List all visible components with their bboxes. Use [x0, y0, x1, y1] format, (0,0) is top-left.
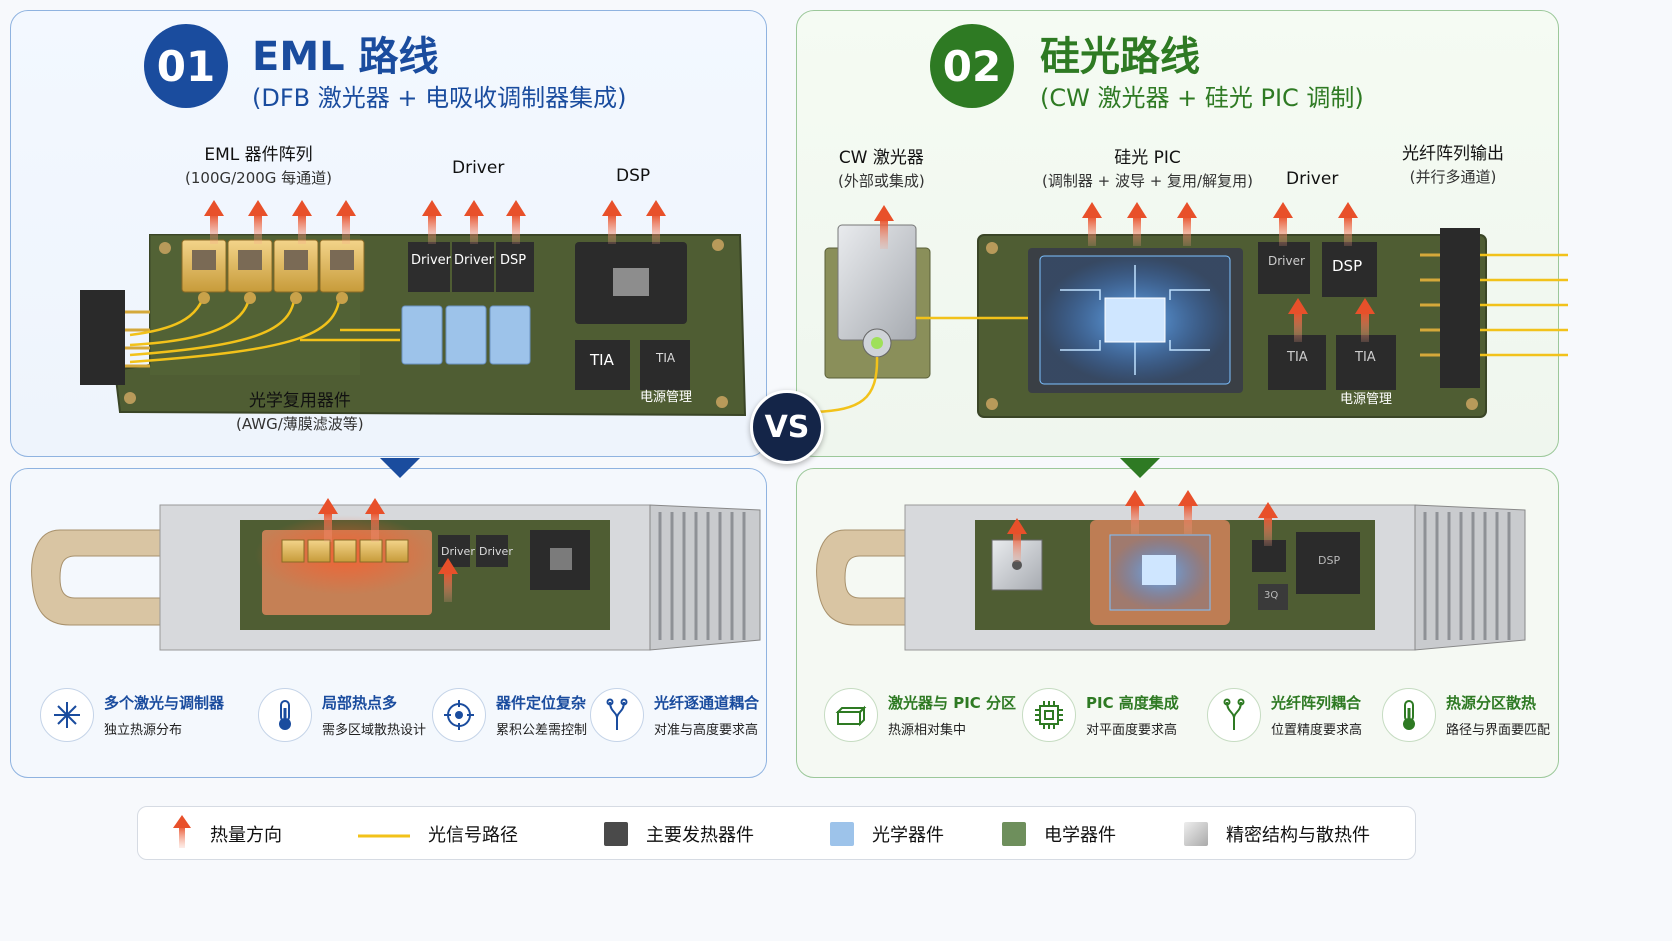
gray-swatch-icon: [1184, 822, 1208, 846]
driver-chips-eml: [408, 242, 534, 292]
dsp-chip-label-sipho: DSP: [1332, 257, 1363, 275]
fiber-array-output: [1420, 228, 1568, 388]
vs-badge: VS: [750, 390, 824, 464]
silicon-pic-chip: [1028, 248, 1243, 393]
legend-optical: 光学器件: [830, 807, 944, 861]
legend-signal: 光信号路径: [358, 807, 518, 861]
eml-array-label: EML 器件阵列 (100G/200G 每通道): [185, 145, 333, 187]
dsp-chip-label-small: DSP: [500, 253, 527, 268]
starburst-icon: [40, 688, 94, 742]
feature-sipho-1: 激光器与 PIC 分区热源相对集中: [824, 688, 1016, 742]
edge-connector: [80, 290, 125, 385]
eml-down-arrow: [380, 458, 420, 478]
tia1-chip-label-sipho: TIA: [1287, 350, 1308, 365]
laser-box-icon: [824, 688, 878, 742]
eml-device-array: [181, 239, 365, 304]
sipho-route-title: 硅光路线: [1040, 34, 1200, 80]
sipho-module-render: [816, 490, 1526, 651]
feature-sipho-4: 热源分区散热路径与界面要匹配: [1382, 688, 1550, 742]
legend-heat-devices: 主要发热器件: [604, 807, 754, 861]
chip-icon: [1022, 688, 1076, 742]
tia-chip-eml: [575, 340, 630, 390]
power-mgmt-label-eml: 电源管理: [640, 390, 693, 405]
eml-route-title: EML 路线: [252, 34, 439, 80]
legend-heat: 热量方向: [172, 807, 282, 861]
cw-laser-module: [824, 224, 931, 379]
driver-label-sipho: Driver: [1286, 169, 1339, 189]
signal-line-icon: [358, 824, 410, 845]
tia2-chip-label-sipho: TIA: [1355, 350, 1376, 365]
feature-eml-1: 多个激光与调制器独立热源分布: [40, 688, 224, 742]
fiber-coupling-icon: [590, 688, 644, 742]
pic-label: 硅光 PIC (调制器 + 波导 + 复用/解复用): [1042, 148, 1253, 190]
tia2-chip-label-eml: TIA: [656, 351, 676, 365]
eml-module-render: [31, 498, 761, 651]
driver-chips-sipho: [1258, 242, 1396, 390]
module-driver-label-2: Driver: [479, 545, 513, 558]
power-mgmt-label-sipho: 电源管理: [1340, 392, 1393, 407]
legend: 热量方向 光信号路径 主要发热器件 光学器件 电学器件 精密结构与散热件: [137, 806, 1416, 860]
optical-mux-blocks: [401, 305, 531, 365]
legend-structure: 精密结构与散热件: [1184, 807, 1370, 861]
optical-mux-label: 光学复用器件 (AWG/薄膜滤波等): [236, 391, 364, 433]
driver-chip-label-2: Driver: [454, 253, 495, 268]
green-swatch-icon: [1002, 822, 1026, 846]
heat-arrow-icon: [172, 814, 192, 855]
module-dsp-label-sipho: DSP: [1318, 554, 1341, 567]
legend-electrical: 电学器件: [1002, 807, 1116, 861]
blue-swatch-icon: [830, 822, 854, 846]
feature-eml-3: 器件定位复杂累积公差需控制: [432, 688, 587, 742]
fiber-coupling-icon: [1207, 688, 1261, 742]
sipho-route-subtitle: (CW 激光器 + 硅光 PIC 调制): [1040, 84, 1364, 112]
tia-chip-label-eml: TIA: [590, 351, 614, 369]
sipho-down-arrow: [1120, 458, 1160, 478]
feature-eml-2: 局部热点多需多区域散热设计: [258, 688, 426, 742]
route-badge-02: 02: [930, 24, 1014, 108]
thermometer-icon: [1382, 688, 1436, 742]
module-driver-label-1: Driver: [441, 545, 475, 558]
feature-eml-4: 光纤逐通道耦合对准与高度要求高: [590, 688, 759, 742]
thermometer-icon: [258, 688, 312, 742]
power-chip-eml: [640, 340, 690, 390]
driver-chip-label-1: Driver: [411, 253, 452, 268]
eml-route-subtitle: (DFB 激光器 + 电吸收调制器集成): [252, 84, 627, 112]
fiber-array-label: 光纤阵列输出 (并行多通道): [1402, 144, 1504, 186]
driver-chip-label-sipho: Driver: [1268, 254, 1305, 268]
module-misc-label-sipho: 3Q: [1264, 590, 1279, 601]
feature-sipho-3: 光纤阵列耦合位置精度要求高: [1207, 688, 1362, 742]
route-badge-01: 01: [144, 24, 228, 108]
feature-sipho-2: PIC 高度集成对平面度要求高: [1022, 688, 1179, 742]
dark-swatch-icon: [604, 822, 628, 846]
driver-label-eml: Driver: [452, 158, 505, 178]
cw-laser-label: CW 激光器 (外部或集成): [838, 148, 925, 190]
dsp-label-eml: DSP: [616, 166, 651, 186]
crosshair-icon: [432, 688, 486, 742]
